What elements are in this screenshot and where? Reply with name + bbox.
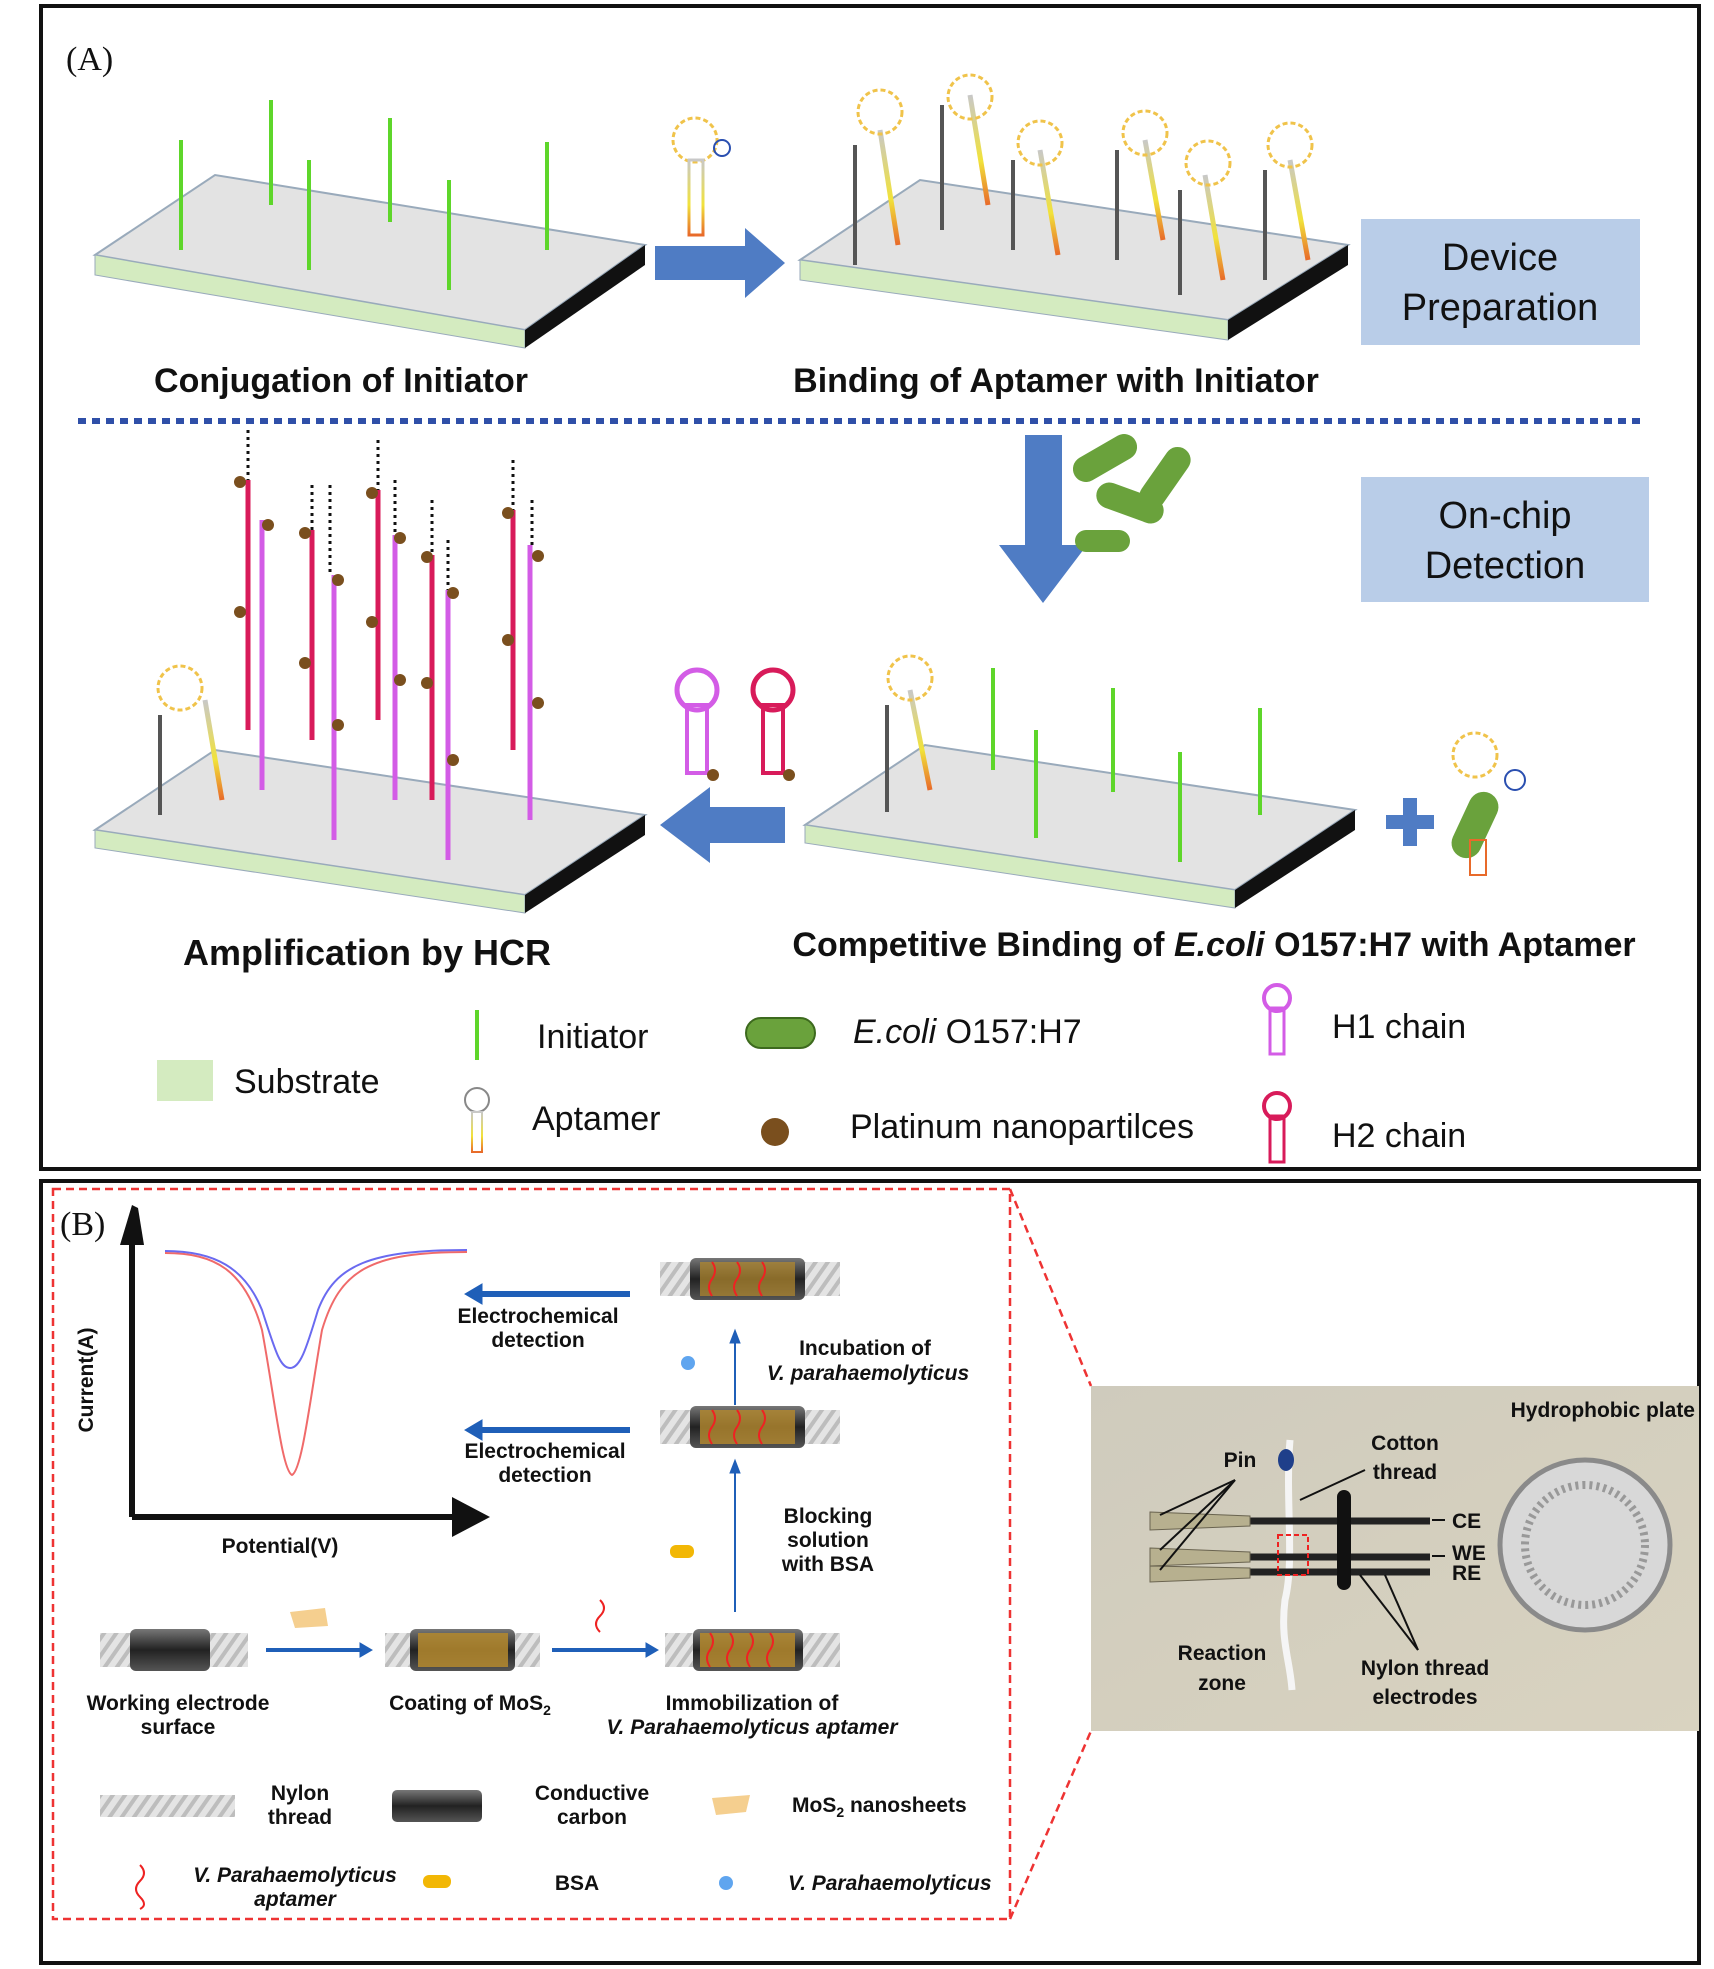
legend-aptamer-label: Aptamer — [532, 1100, 661, 1138]
electrochem1-line1: Electrochemical — [457, 1305, 618, 1328]
legend-nylon-line1: Nylon — [271, 1782, 329, 1805]
x-axis-label: Potential(V) — [222, 1535, 339, 1558]
substrate-slab-binding — [797, 178, 1351, 341]
electrochem2-line2: detection — [498, 1464, 591, 1487]
incubation-line2: V. parahaemolyticus — [767, 1362, 969, 1385]
arrow-down-icon — [999, 435, 1087, 603]
photo-label-re: RE — [1452, 1562, 1481, 1585]
photo-label-cotton-2: thread — [1373, 1461, 1437, 1484]
ecoli-cluster-icon — [1072, 433, 1191, 552]
legend-nylon-line2: thread — [268, 1806, 332, 1829]
legend-carbon-icon — [392, 1790, 482, 1822]
device-photo: Hydrophobic plate Cotton thread Pin CE W… — [1091, 1386, 1699, 1731]
legend-initiator-label: Initiator — [537, 1018, 649, 1056]
legend-bsa-icon — [423, 1875, 451, 1888]
panel-b-label: (B) — [60, 1206, 105, 1243]
device-preparation-line2: Preparation — [1402, 287, 1598, 329]
incubation-line1: Incubation of — [799, 1337, 932, 1360]
legend-b: Nylon thread Conductive carbon MoS2 nano… — [100, 1782, 992, 1911]
legend-substrate-label: Substrate — [234, 1063, 380, 1101]
h1-h2-hairpins-icon — [674, 667, 796, 781]
aptamer-hairpin-icon — [671, 116, 731, 237]
legend-mos2-label: MoS2 nanosheets — [792, 1794, 967, 1820]
zoom-line-top — [1008, 1188, 1093, 1387]
legend-platinum-icon — [761, 1118, 789, 1146]
photo-label-hydrophobic: Hydrophobic plate — [1511, 1399, 1695, 1422]
arrow-right-icon — [655, 228, 785, 298]
legend-vp-label: V. Parahaemolyticus — [788, 1872, 992, 1895]
plus-icon — [1386, 798, 1434, 846]
x-axis-arrow-icon — [452, 1497, 490, 1537]
stage-box-device-preparation — [1361, 219, 1640, 345]
arrow-left-icon — [660, 787, 785, 863]
process-arrows — [266, 1283, 741, 1658]
initiator-strands-1 — [179, 100, 549, 290]
aptamer-bound-initiators — [853, 73, 1314, 295]
substrate-slab-conjugation — [92, 173, 648, 349]
legend-h1-icon — [1262, 983, 1292, 1056]
onchip-detection-line2: Detection — [1425, 545, 1586, 587]
legend-aptamer-icon — [464, 1087, 490, 1153]
substrate-slab-competitive — [802, 743, 1358, 909]
legend-carbon-line1: Conductive — [535, 1782, 649, 1805]
zoom-region-box — [51, 1187, 1012, 1921]
photo-label-pin: Pin — [1224, 1449, 1257, 1472]
photo-label-ce: CE — [1452, 1510, 1481, 1533]
legend-carbon-line2: carbon — [557, 1806, 627, 1829]
legend-nylon-icon — [100, 1795, 235, 1817]
legend-aptamer-icon-b — [135, 1864, 145, 1910]
legend-ecoli-label: E.coli O157:H7 — [853, 1013, 1082, 1051]
curve-blue — [164, 1249, 468, 1370]
working-electrode-line1: Working electrode — [87, 1692, 270, 1715]
legend-vp-aptamer-line2: aptamer — [254, 1888, 338, 1911]
device-preparation-line1: Device — [1442, 237, 1558, 279]
legend-platinum-label: Platinum nanopartilces — [850, 1108, 1194, 1146]
coating-label: Coating of MoS2 — [389, 1692, 551, 1718]
legend-h2-icon — [1262, 1091, 1292, 1164]
y-axis-arrow-icon — [120, 1205, 144, 1245]
legend-vp-icon — [719, 1876, 733, 1890]
panel-a-frame — [39, 4, 1701, 1171]
step-binding-label: Binding of Aptamer with Initiator — [793, 362, 1319, 400]
working-electrode-line2: surface — [141, 1716, 216, 1739]
photo-label-we: WE — [1452, 1542, 1486, 1565]
immobilization-line1: Immobilization of — [666, 1692, 840, 1715]
photo-label-nylon-2: electrodes — [1372, 1686, 1477, 1709]
photo-label-nylon-1: Nylon thread — [1361, 1657, 1489, 1680]
process-labels: Electrochemical detection Electrochemica… — [87, 1305, 970, 1739]
cotton-thread — [1280, 1439, 1296, 1691]
photo-label-reaction-1: Reaction — [1178, 1642, 1267, 1665]
step-competitive-label: Competitive Binding of E.coli O157:H7 wi… — [792, 926, 1635, 964]
legend-mos2-icon — [712, 1795, 750, 1815]
y-axis-label: Current(A) — [75, 1328, 98, 1433]
immobilization-line2: V. Parahaemolyticus aptamer — [606, 1716, 899, 1739]
legend-bsa-label: BSA — [555, 1872, 599, 1895]
photo-label-cotton-1: Cotton — [1371, 1432, 1439, 1455]
onchip-detection-line1: On-chip — [1438, 495, 1571, 537]
aptamer-ecoli-complex-icon — [1451, 731, 1526, 876]
panel-a-label: (A) — [66, 41, 113, 78]
photo-label-reaction-2: zone — [1198, 1672, 1246, 1695]
legend-ecoli-icon — [745, 1017, 816, 1049]
legend-substrate-swatch — [157, 1060, 213, 1101]
dpv-graph: Current(A) Potential(V) — [75, 1205, 490, 1558]
hcr-amplified-chains — [156, 430, 544, 860]
blocking-line2: solution — [787, 1529, 869, 1552]
legend-h2-label: H2 chain — [1332, 1117, 1466, 1155]
stage-box-onchip-detection — [1361, 477, 1649, 602]
electrochem1-line2: detection — [491, 1329, 584, 1352]
zoom-line-bottom — [1008, 1730, 1093, 1920]
blocking-line1: Blocking — [784, 1505, 873, 1528]
curve-red — [164, 1251, 468, 1477]
legend-h1-label: H1 chain — [1332, 1008, 1466, 1046]
remaining-initiators — [991, 668, 1262, 862]
legend-vp-aptamer-line1: V. Parahaemolyticus — [193, 1864, 397, 1887]
electrochem2-line1: Electrochemical — [464, 1440, 625, 1463]
substrate-slab-amplification — [92, 748, 648, 914]
blocking-line3: with BSA — [781, 1553, 874, 1576]
step-amplification-label: Amplification by HCR — [183, 932, 551, 973]
electrode-stages — [100, 1258, 840, 1671]
step-conjugation-label: Conjugation of Initiator — [154, 362, 528, 400]
